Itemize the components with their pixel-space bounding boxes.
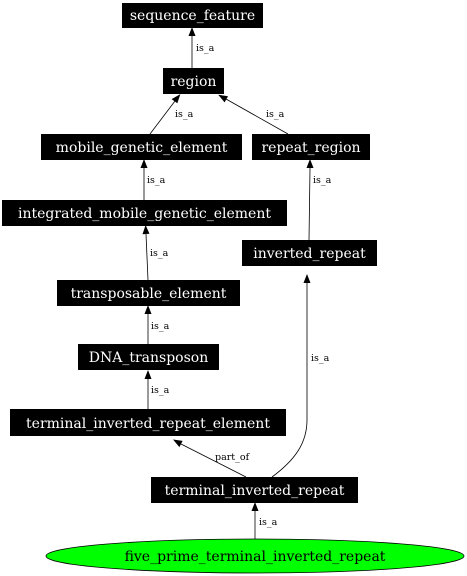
node-terminal-inverted-repeat[interactable]: terminal_inverted_repeat — [151, 477, 358, 503]
node-dna-transposon[interactable]: DNA_transposon — [78, 344, 219, 370]
edge-tir-to-tire: part_of — [173, 439, 251, 478]
node-label: terminal_inverted_repeat_element — [26, 416, 270, 432]
edge-region-to-sequence-feature: is_a — [188, 27, 215, 68]
edge-label: is_a — [150, 248, 169, 259]
node-integrated-mobile-genetic-element[interactable]: integrated_mobile_genetic_element — [2, 200, 287, 226]
node-label: transposable_element — [71, 286, 227, 302]
edge-label: is_a — [259, 517, 278, 528]
node-mobile-genetic-element[interactable]: mobile_genetic_element — [41, 134, 242, 160]
node-inverted-repeat[interactable]: inverted_repeat — [242, 240, 377, 266]
edge-transposable-element-to-integrated: is_a — [142, 225, 169, 281]
node-label: inverted_repeat — [253, 246, 366, 262]
node-repeat-region[interactable]: repeat_region — [252, 134, 370, 160]
node-label: sequence_feature — [130, 8, 255, 24]
edge-label: is_a — [147, 175, 166, 186]
edge-repeat-region-to-region: is_a — [218, 94, 289, 135]
node-label: repeat_region — [261, 140, 360, 156]
edge-label: is_a — [151, 321, 170, 332]
edge-dna-transposon-to-transposable-element: is_a — [144, 305, 170, 344]
edge-label: is_a — [175, 109, 194, 120]
node-label: integrated_mobile_genetic_element — [18, 206, 271, 222]
node-terminal-inverted-repeat-element[interactable]: terminal_inverted_repeat_element — [10, 409, 286, 436]
node-label: five_prime_terminal_inverted_repeat — [125, 549, 386, 565]
edge-integrated-to-mobile-genetic-element: is_a — [140, 159, 166, 200]
edge-five-prime-to-tir: is_a — [251, 502, 278, 540]
edge-label: is_a — [313, 175, 332, 186]
node-label: DNA_transposon — [89, 350, 208, 366]
node-sequence-feature[interactable]: sequence_feature — [122, 3, 263, 28]
edge-tire-to-dna-transposon: is_a — [144, 370, 170, 409]
edge-inverted-repeat-to-repeat-region: is_a — [306, 159, 332, 241]
edge-label: is_a — [151, 385, 170, 396]
edge-label: is_a — [311, 353, 330, 364]
node-label: terminal_inverted_repeat — [165, 483, 345, 499]
edge-label: is_a — [196, 43, 215, 54]
edge-tir-to-inverted-repeat: is_a — [271, 274, 330, 478]
edge-label: part_of — [215, 452, 251, 463]
node-label: region — [171, 74, 217, 90]
node-label: mobile_genetic_element — [56, 140, 228, 156]
node-region[interactable]: region — [163, 68, 224, 94]
node-transposable-element[interactable]: transposable_element — [57, 280, 240, 306]
edge-mobile-genetic-element-to-region: is_a — [149, 94, 194, 135]
node-five-prime-terminal-inverted-repeat[interactable]: five_prime_terminal_inverted_repeat — [45, 538, 465, 574]
edge-label: is_a — [266, 109, 285, 120]
